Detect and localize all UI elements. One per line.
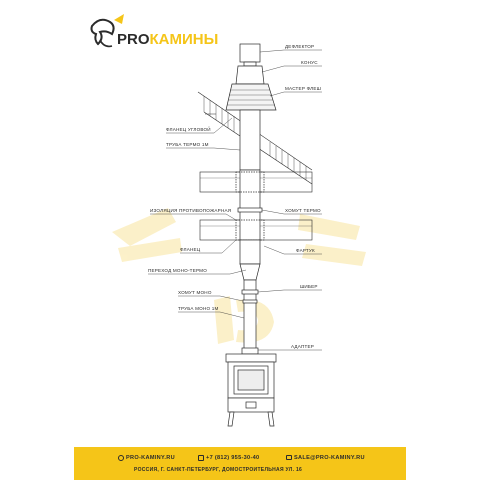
footer: PRO-KAMINY.RU +7 (812) 955-30-40 SALE@PR… <box>74 447 406 480</box>
logo-prefix: PRO <box>117 31 150 48</box>
label-damper: ШИБЕР <box>300 284 318 289</box>
label-fire-insulation: ИЗОЛЯЦИЯ ПРОТИВОПОЖАРНАЯ <box>150 208 231 213</box>
label-deflector: ДЕФЛЕКТОР <box>285 44 314 49</box>
stove <box>225 353 277 427</box>
footer-email[interactable]: SALE@PRO-KAMINY.RU <box>294 455 365 461</box>
fire-insulation-lower <box>235 219 265 241</box>
label-flange: ФЛАНЕЦ <box>180 247 201 252</box>
leader-lines <box>148 49 322 351</box>
label-apron: ФАРТУК <box>296 248 315 253</box>
footer-address: РОССИЯ, Г. САНКТ-ПЕТЕРБУРГ, ДОМОСТРОИТЕЛ… <box>134 467 303 473</box>
labels: ДЕФЛЕКТОР КОНУС МАСТЕР ФЛЕШ ФЛАНЕЦ УГЛОВ… <box>148 44 321 349</box>
footer-phone[interactable]: +7 (812) 955-30-40 <box>206 455 260 461</box>
stove-leg-right <box>267 411 275 427</box>
label-mono-clamp: ХОМУТ МОНО <box>178 290 212 295</box>
logo-text: PROКАМИНЫ <box>117 31 218 48</box>
mono-clamp-part <box>242 299 258 304</box>
logo: PROКАМИНЫ <box>90 14 218 48</box>
stove-handle <box>245 401 257 409</box>
label-thermo-pipe: ТРУБА ТЕРМО 1М <box>166 142 209 147</box>
fire-insulation-upper <box>235 171 265 193</box>
damper-part <box>241 289 259 295</box>
stove-leg-left <box>227 411 235 427</box>
thermo-pipe-lower <box>239 169 261 241</box>
logo-mark-icon <box>90 14 124 48</box>
mono-thermo-transition-part <box>239 263 261 281</box>
thermo-pipe-upper <box>239 109 261 171</box>
thermo-clamp-part <box>237 207 263 213</box>
footer-website[interactable]: PRO-KAMINY.RU <box>126 455 175 461</box>
stove-glass <box>237 369 265 391</box>
label-mono-pipe: ТРУБА МОНО 1М <box>178 306 219 311</box>
phone-icon <box>198 455 204 461</box>
watermark-logo <box>112 208 366 344</box>
label-thermo-clamp: ХОМУТ ТЕРМО <box>285 208 321 213</box>
label-adapter: АДАПТЕР <box>291 344 314 349</box>
cone-part <box>235 65 265 85</box>
logo-name: КАМИНЫ <box>150 31 219 48</box>
master-flash-part <box>225 83 277 111</box>
mail-icon <box>286 455 292 460</box>
label-cone: КОНУС <box>301 60 318 65</box>
stove-top <box>225 353 277 363</box>
chimney <box>225 43 277 355</box>
deflector-neck <box>243 61 257 67</box>
globe-icon <box>118 455 124 461</box>
deflector-part <box>239 43 261 63</box>
adapter-part <box>241 347 259 355</box>
label-mono-thermo-transition: ПЕРЕХОД МОНО-ТЕРМО <box>148 268 207 273</box>
label-corner-flange: ФЛАНЕЦ УГЛОВОЙ <box>166 125 211 132</box>
thermo-pipe-bottom <box>239 239 261 265</box>
label-master-flash: МАСТЕР ФЛЕШ <box>285 86 321 91</box>
